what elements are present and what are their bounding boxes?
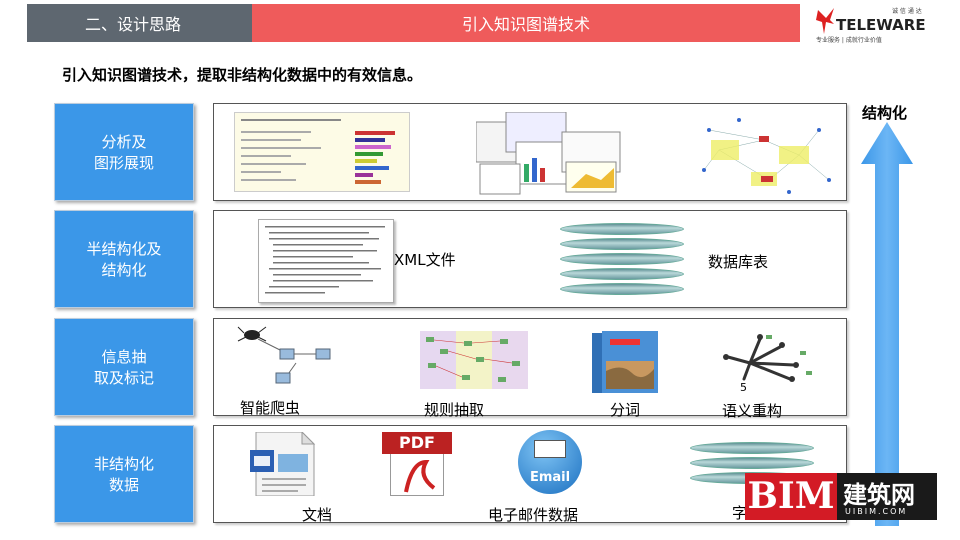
- mindmap-number: 5: [740, 381, 747, 394]
- label-semi-structured: 半结构化及 结构化: [54, 210, 194, 308]
- slide-title-bar: 引入知识图谱技术: [252, 4, 800, 42]
- section-title: 二、设计思路: [85, 15, 182, 34]
- watermark-cn: 建筑网: [843, 480, 915, 509]
- label-line: 分析及: [101, 133, 147, 151]
- row-unstructured: 文档 PDF Email 电子邮件数据 字典: [213, 425, 847, 524]
- label-email-data: 电子邮件数据: [488, 506, 579, 524]
- crawler-spider-icon: [236, 323, 346, 389]
- row-info-extraction: 智能爬虫 规则抽取 分词 5 语义重构: [213, 318, 847, 420]
- pdf-icon: PDF: [382, 432, 452, 496]
- row-analysis: [213, 103, 847, 201]
- watermark-url: UIBIM.COM: [845, 507, 908, 516]
- structured-label: 结构化: [862, 104, 908, 122]
- word-document-icon: [250, 430, 320, 497]
- up-arrow-icon: [861, 122, 913, 526]
- label-line: 半结构化及: [86, 240, 162, 258]
- logo-subtitle: 专业服务 | 成就行业价值: [816, 37, 882, 44]
- label-word-segmentation: 分词: [610, 401, 641, 419]
- logo-mark-icon: [816, 8, 834, 34]
- label-line: 取及标记: [93, 369, 154, 387]
- slide-title: 引入知识图谱技术: [461, 15, 590, 34]
- label-document: 文档: [302, 506, 333, 524]
- watermark-bim: BIM: [745, 473, 837, 520]
- label-line: 信息抽: [101, 348, 147, 366]
- watermark-right: 建筑网 UIBIM.COM: [837, 473, 937, 520]
- label-line: 结构化: [101, 261, 147, 279]
- label-smart-crawler: 智能爬虫: [240, 399, 301, 417]
- book-cover-icon: [592, 331, 660, 395]
- label-unstructured: 非结构化 数据: [54, 425, 194, 523]
- database-icon: [560, 223, 684, 298]
- row-semi-structured: XML文件 数据库表: [213, 210, 847, 308]
- label-info-extraction: 信息抽 取及标记: [54, 318, 194, 416]
- graph-network-thumbnail: [689, 110, 839, 198]
- label-line: 图形展现: [93, 154, 154, 172]
- logo-name: TELEWARE: [836, 16, 926, 34]
- semantic-mindmap-icon: [720, 327, 824, 383]
- xml-document-thumbnail: [258, 219, 394, 303]
- email-icon: Email: [518, 430, 584, 494]
- company-logo: 诚 信 通 达 TELEWARE 专业服务 | 成就行业价值: [812, 4, 942, 44]
- label-rule-extraction: 规则抽取: [424, 401, 485, 419]
- pdf-label: PDF: [382, 432, 452, 454]
- email-label: Email: [529, 470, 571, 485]
- label-semantic-reconstruction: 语义重构: [722, 402, 783, 420]
- label-xml-file: XML文件: [394, 251, 456, 269]
- label-line: 数据: [108, 476, 139, 494]
- dashboard-thumbnail: [475, 111, 622, 196]
- logo-tagline-small: 诚 信 通 达: [892, 8, 922, 15]
- slide-subtitle: 引入知识图谱技术，提取非结构化数据中的有效信息。: [62, 66, 423, 84]
- label-line: 非结构化: [93, 455, 154, 473]
- table-chart-thumbnail: [234, 112, 410, 192]
- label-database-table: 数据库表: [708, 253, 769, 271]
- rule-extraction-diagram: [420, 331, 528, 389]
- section-tab: 二、设计思路: [27, 4, 252, 42]
- label-analysis: 分析及 图形展现: [54, 103, 194, 201]
- bim-watermark: BIM 建筑网 UIBIM.COM: [745, 473, 937, 520]
